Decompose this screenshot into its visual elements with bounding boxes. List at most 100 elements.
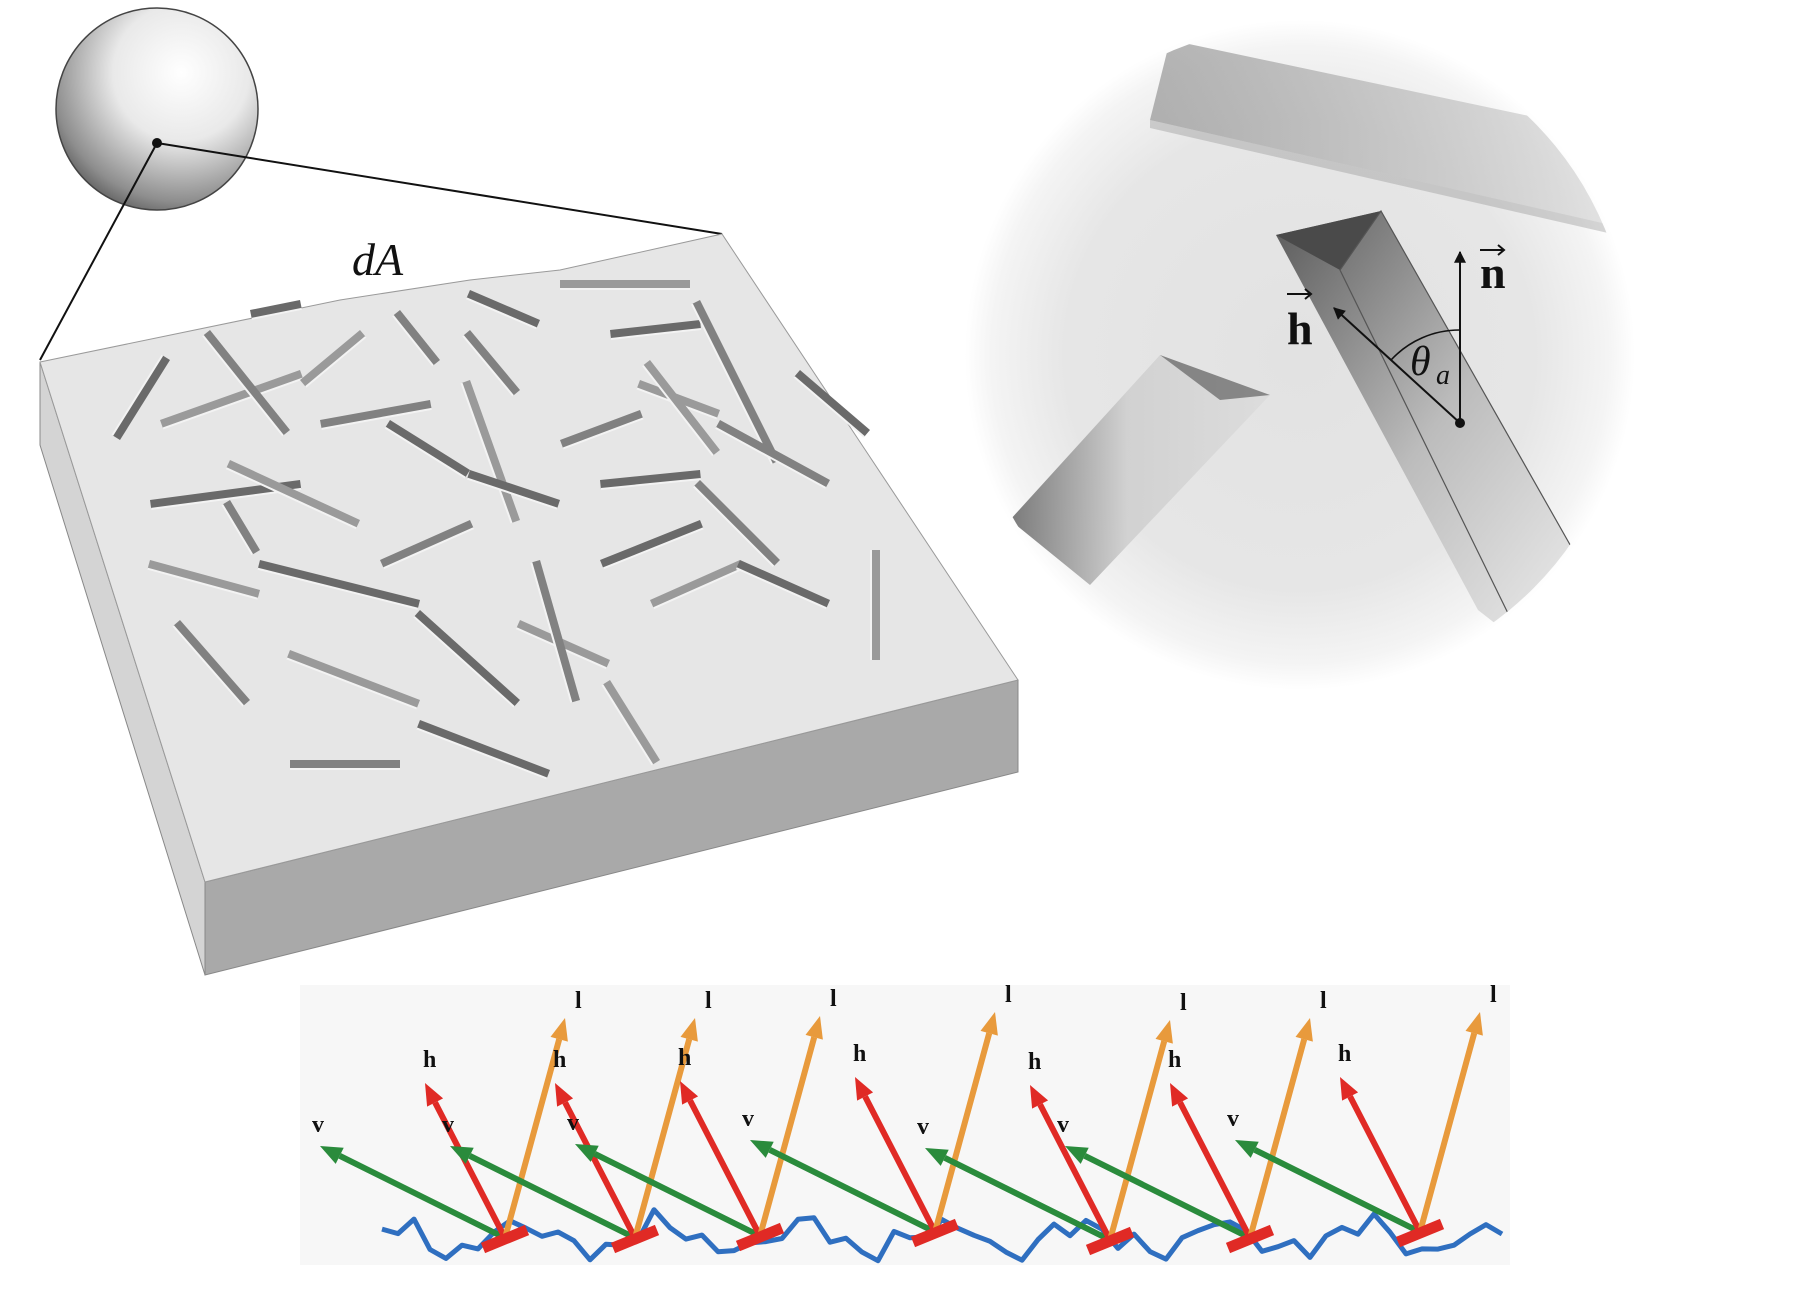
groove	[642, 360, 720, 456]
groove-edge	[462, 335, 514, 397]
groove	[871, 550, 880, 660]
groove-edge	[225, 467, 357, 530]
groove-edge	[601, 684, 654, 766]
groove	[150, 480, 302, 509]
view-vector	[593, 1151, 762, 1239]
surface-profile	[381, 1207, 1504, 1264]
groove	[286, 650, 420, 709]
view-vector-head	[750, 1140, 774, 1158]
groove-edge	[735, 567, 827, 610]
groove	[173, 620, 250, 706]
groove-edge	[460, 382, 513, 524]
groove	[250, 300, 302, 319]
half-vector-arrow	[432, 1101, 508, 1240]
light-vector	[757, 1036, 818, 1237]
microfacet	[1395, 1218, 1445, 1248]
groove-edge	[383, 527, 475, 570]
groove	[602, 680, 660, 765]
groove-edge	[416, 727, 548, 780]
groove-edge	[286, 657, 418, 710]
half-vector-small-label: h	[678, 1045, 691, 1071]
groove	[413, 610, 520, 707]
groove-edge	[202, 334, 284, 437]
groove-edge	[172, 625, 244, 707]
light-vector	[932, 1032, 993, 1233]
half-vector-label: h	[1287, 303, 1313, 354]
light-vector-head	[805, 1016, 823, 1040]
groove-edge	[793, 376, 865, 438]
groove	[693, 480, 780, 567]
groove-edge	[413, 615, 515, 708]
groove-edge	[392, 314, 434, 367]
view-vector-head	[1235, 1140, 1259, 1158]
half-vector-arrow	[862, 1095, 938, 1234]
half-vector-arrow-head	[425, 1083, 444, 1107]
zoom-view: n h θ a	[965, 20, 1635, 690]
groove	[463, 330, 520, 396]
light-label: l	[1320, 988, 1327, 1014]
light-vector	[1417, 1032, 1478, 1233]
light-label: l	[830, 986, 837, 1012]
view-label: v	[312, 1112, 324, 1138]
half-vector-small-label: h	[423, 1047, 436, 1073]
groove	[112, 355, 170, 440]
light-vector-head	[1155, 1020, 1173, 1044]
groove	[392, 310, 440, 366]
groove-edge	[384, 426, 466, 479]
light-vector-head	[1295, 1018, 1313, 1042]
groove-edge	[466, 297, 537, 330]
groove	[691, 300, 780, 465]
half-vector-small-label: h	[1168, 1047, 1181, 1073]
groove	[290, 760, 400, 769]
normal-arrow-accent	[1480, 244, 1506, 256]
groove-edge	[610, 327, 702, 340]
groove-edge	[305, 336, 367, 388]
view-label: v	[567, 1110, 579, 1136]
view-vector-head	[320, 1146, 344, 1164]
half-vector-small-label: h	[1338, 1041, 1351, 1067]
half-arrow-accent	[1287, 288, 1313, 300]
surface-element-label: dA	[352, 234, 404, 285]
groove	[222, 500, 260, 555]
light-vector	[1107, 1040, 1168, 1241]
light-vector-head	[550, 1018, 568, 1042]
view-vector	[1083, 1153, 1252, 1241]
groove	[160, 370, 304, 429]
view-vector	[468, 1153, 637, 1241]
microfacet	[610, 1224, 660, 1254]
groove	[600, 470, 701, 489]
view-vector	[943, 1155, 1112, 1243]
groove	[531, 560, 580, 703]
groove	[650, 560, 744, 609]
half-vector-arrow-head	[855, 1077, 874, 1101]
view-vector	[768, 1147, 937, 1235]
groove-edge	[257, 567, 419, 610]
groove	[560, 280, 690, 289]
sphere-group	[39, 7, 723, 361]
light-vector	[632, 1038, 693, 1239]
groove-bottom-right	[1600, 565, 1630, 685]
half-vector-arrow	[687, 1099, 763, 1238]
groove	[300, 330, 366, 387]
groove	[736, 560, 830, 609]
groove	[202, 330, 290, 436]
microfacet	[480, 1224, 530, 1254]
groove-edge	[221, 504, 254, 556]
groove-edge	[251, 307, 302, 320]
groove-pattern	[111, 280, 880, 780]
view-vector-head	[450, 1146, 474, 1164]
groove-main-wall	[1276, 211, 1381, 270]
sphere-icon	[55, 7, 259, 211]
view-label: v	[1227, 1106, 1239, 1132]
half-vector-arrow-head	[1030, 1085, 1049, 1109]
half-vector-arrow-head	[1170, 1083, 1189, 1107]
half-vector-arrow	[1177, 1101, 1253, 1240]
groove-edge	[642, 364, 714, 457]
groove-edge	[602, 527, 704, 570]
slab-top-face	[39, 233, 1019, 883]
light-label: l	[1180, 990, 1187, 1016]
view-vector-head	[925, 1148, 949, 1166]
half-vector-small-label: h	[553, 1047, 566, 1073]
